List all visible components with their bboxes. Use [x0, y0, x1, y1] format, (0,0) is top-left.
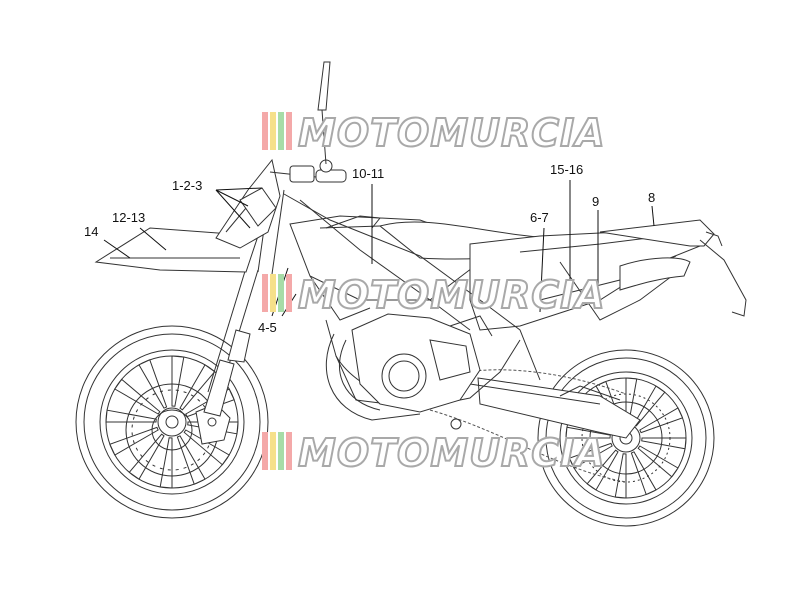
- wheel-spoke: [138, 359, 168, 409]
- callout-label: 8: [648, 190, 655, 205]
- wheel-spoke: [565, 426, 611, 439]
- exhaust: [325, 257, 691, 421]
- callout-label: 14: [84, 224, 98, 239]
- tail-section: [599, 219, 747, 317]
- front-wheel-spokes: [105, 355, 239, 489]
- swingarm: [469, 377, 641, 439]
- engine: [351, 313, 493, 430]
- watermark-middle: MOTOMURCIA: [262, 272, 606, 318]
- wheel-spoke: [171, 355, 185, 407]
- wheel-spoke: [630, 451, 657, 496]
- headlight-fairing: [215, 158, 281, 249]
- callout-label: 15-16: [550, 162, 583, 177]
- wheel-spoke: [568, 442, 613, 469]
- front-brake-disc: [125, 383, 231, 477]
- callout-label: 4-5: [258, 320, 277, 335]
- watermark-text: MOTOMURCIA: [298, 111, 606, 155]
- front-fork: [203, 185, 285, 417]
- watermark-top: MOTOMURCIA: [262, 110, 606, 156]
- callout-label: 1-2-3: [172, 178, 202, 193]
- rear-sprocket: [581, 393, 671, 483]
- wheel-spoke: [114, 378, 161, 415]
- wheel-spoke: [159, 437, 173, 489]
- callout-label: 12-13: [112, 210, 145, 225]
- wheel-spoke: [641, 437, 687, 450]
- wheel-spoke: [639, 407, 684, 434]
- wheel-spoke: [105, 409, 157, 423]
- callout-label: 6-7: [530, 210, 549, 225]
- wheel-spoke: [176, 435, 206, 485]
- wheel-spoke: [614, 453, 627, 499]
- wheel-spoke: [637, 445, 679, 478]
- watermark-text: MOTOMURCIA: [298, 273, 606, 317]
- callout-label: 10-11: [352, 166, 384, 181]
- watermark-text: MOTOMURCIA: [298, 431, 606, 475]
- watermark-bottom: MOTOMURCIA: [262, 430, 606, 476]
- handlebar-controls: [269, 61, 347, 183]
- wheel-spoke: [128, 433, 165, 480]
- callout-label: 9: [592, 194, 599, 209]
